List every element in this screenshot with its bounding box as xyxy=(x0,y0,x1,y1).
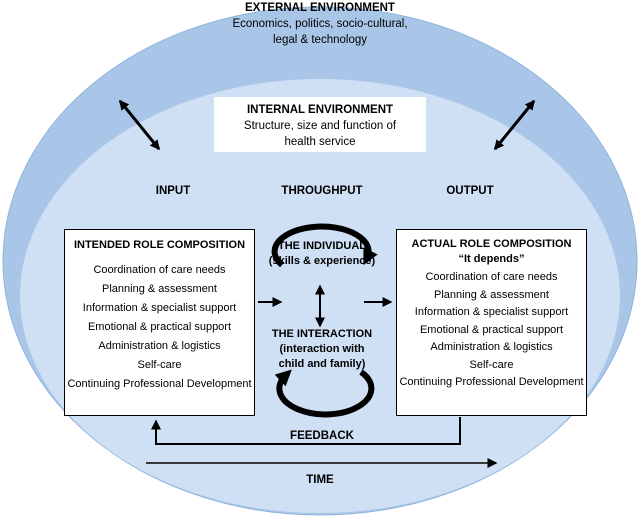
individual-cycle-arrow-icon xyxy=(271,223,378,268)
internal-environment-title: INTERNAL ENVIRONMENT xyxy=(246,104,394,116)
actual-role-subtitle: “It depends” xyxy=(458,253,525,265)
interaction-label: THE INTERACTION (interaction with child … xyxy=(252,327,392,372)
external-environment-title: EXTERNAL ENVIRONMENT xyxy=(245,2,395,14)
input-label: INPUT xyxy=(155,185,191,197)
internal-environment-subtitle-line1: Structure, size and function of xyxy=(243,120,397,132)
actual-role-item: Planning & assessment xyxy=(434,288,549,301)
intended-role-list: Coordination of care needs Planning & as… xyxy=(65,261,254,394)
intended-role-item: Continuing Professional Development xyxy=(67,378,252,390)
intended-role-item: Emotional & practical support xyxy=(87,321,232,333)
interaction-cycle-arrow-icon xyxy=(274,369,375,418)
throughput-label: THROUGHPUT xyxy=(281,185,363,197)
actual-role-item: Self-care xyxy=(469,358,514,371)
actual-role-list: Coordination of care needs Planning & as… xyxy=(397,269,586,392)
external-environment-label: EXTERNAL ENVIRONMENT Economics, politics… xyxy=(0,0,640,48)
feedback-label: FEEDBACK xyxy=(290,430,354,442)
output-label: OUTPUT xyxy=(446,185,494,197)
intended-role-title: INTENDED ROLE COMPOSITION xyxy=(73,239,246,251)
time-label: TIME xyxy=(306,474,334,486)
actual-role-composition-box: ACTUAL ROLE COMPOSITION “It depends” Coo… xyxy=(396,229,587,416)
actual-role-title: ACTUAL ROLE COMPOSITION xyxy=(411,238,572,250)
environment-exchange-arrow-right-icon xyxy=(493,99,536,151)
actual-role-item: Administration & logistics xyxy=(430,341,553,353)
interaction-subtitle: (interaction with child and family) xyxy=(278,343,366,370)
intended-role-composition-box: INTENDED ROLE COMPOSITION Coordination o… xyxy=(64,229,255,416)
actual-role-item: Continuing Professional Development xyxy=(399,376,584,388)
external-environment-subtitle-line1: Economics, politics, socio-cultural, xyxy=(232,18,408,30)
external-environment-subtitle-line2: legal & technology xyxy=(273,34,367,46)
intended-role-item: Information & specialist support xyxy=(82,302,237,314)
intended-role-item: Planning & assessment xyxy=(102,283,217,295)
individual-label: THE INDIVIDUAL (skills & experience) xyxy=(252,239,392,269)
internal-environment-box: INTERNAL ENVIRONMENT Structure, size and… xyxy=(214,97,426,152)
interaction-title: THE INTERACTION xyxy=(271,328,373,340)
intended-role-item: Administration & logistics xyxy=(98,340,221,352)
individual-title: THE INDIVIDUAL xyxy=(278,240,366,252)
intended-role-item: Self-care xyxy=(137,359,182,371)
individual-subtitle: (skills & experience) xyxy=(268,255,376,267)
environment-exchange-arrow-left-icon xyxy=(118,99,161,151)
actual-role-item: Emotional & practical support xyxy=(419,323,564,336)
actual-role-item: Coordination of care needs xyxy=(425,271,558,283)
internal-environment-subtitle-line2: health service xyxy=(284,136,356,148)
actual-role-item: Information & specialist support xyxy=(414,306,569,318)
feedback-arrow-icon xyxy=(151,417,461,445)
intended-role-item: Coordination of care needs xyxy=(93,264,226,276)
